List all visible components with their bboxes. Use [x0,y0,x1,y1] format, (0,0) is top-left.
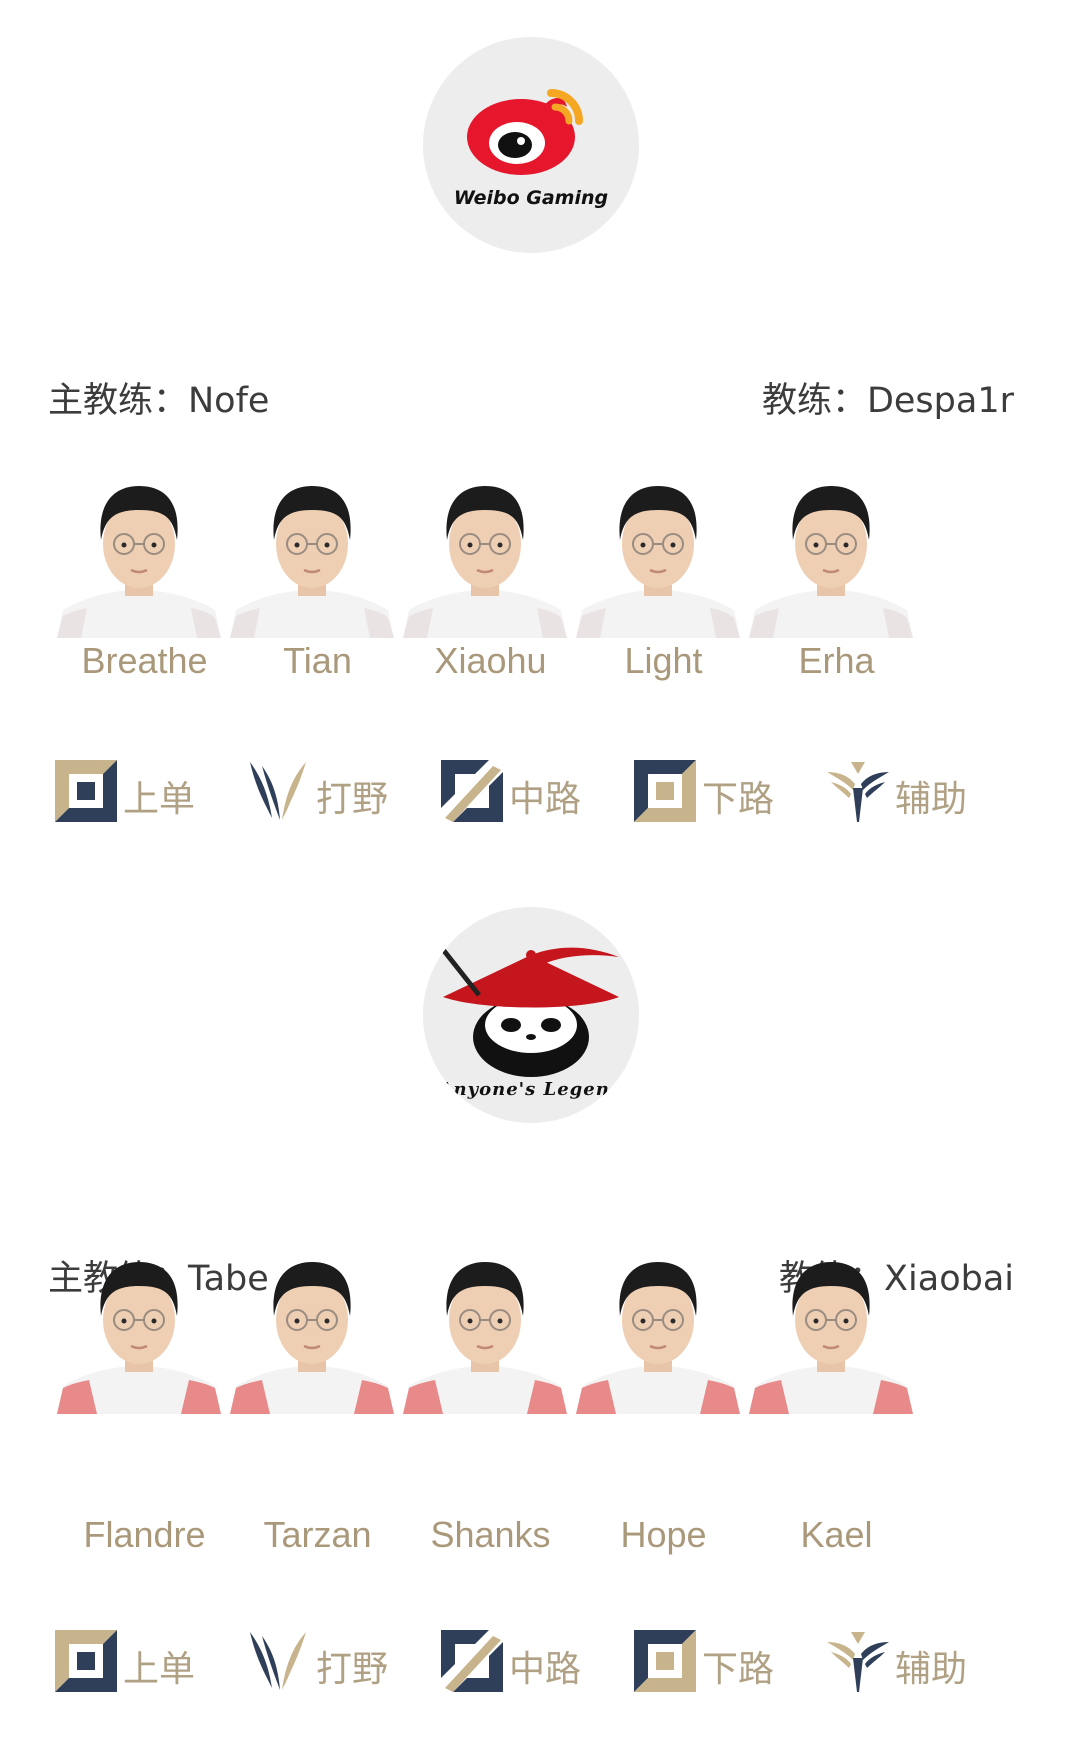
player-photo [230,1254,394,1414]
role-top: 上单 [53,758,243,828]
role-jungle: 打野 [246,1628,436,1698]
player-name: Xiaohu [434,640,547,681]
mid-lane-icon [441,1630,503,1692]
player-card [399,478,571,638]
role-mid: 中路 [439,1628,629,1698]
player-name: Kael [800,1514,873,1555]
role-label: 辅助 [895,779,968,820]
role-label: 上单 [123,1649,196,1690]
jungle-icon [250,762,306,820]
mid-lane-icon [441,760,503,822]
player-photo [57,1254,221,1414]
role-top: 上单 [53,1628,243,1698]
player-name: Shanks [430,1514,551,1555]
player-photo [749,1254,913,1414]
role-support: 辅助 [825,1628,1015,1698]
player-card [572,478,744,638]
role-bot: 下路 [632,758,822,828]
top-lane-icon [55,1630,117,1692]
role-label: 下路 [702,779,775,820]
player-name: Hope [620,1514,707,1555]
support-icon [827,762,889,822]
head-coach: 主教练：Nofe [48,381,270,421]
team-logo-text: Weibo Gaming [453,187,609,209]
player-name: Erha [798,640,875,681]
role-label: 下路 [702,1649,775,1690]
player-card [399,1254,571,1414]
weibo-logo-icon [467,89,583,175]
player-name: Breathe [81,640,208,681]
player-photo [230,484,394,638]
coach: 教练：Despa1r [761,381,1014,421]
role-jungle: 打野 [246,758,436,828]
panda-logo-icon [439,945,619,1077]
player-card [53,1254,225,1414]
player-photo [403,484,567,638]
role-bot: 下路 [632,1628,822,1698]
team-section-al: Anyone's Legend 主教练：Tabe 教练：Xiaobai Flan… [0,870,1080,1730]
jungle-icon [250,1632,306,1690]
player-photo [576,1254,740,1414]
top-lane-icon [55,760,117,822]
player-card [745,1254,917,1414]
player-card [53,478,225,638]
player-photo [403,1254,567,1414]
player-card [226,478,398,638]
player-name: Tian [283,640,352,681]
player-card [226,1254,398,1414]
role-mid: 中路 [439,758,629,828]
player-photo [749,484,913,638]
player-photo [576,484,740,638]
role-label: 打野 [316,779,389,820]
team-section-weibo: Weibo Gaming 主教练：Nofe 教练：Despa1r Breathe… [0,0,1080,860]
role-label: 打野 [316,1649,389,1690]
role-label: 上单 [123,779,196,820]
team-logo-weibo: Weibo Gaming [423,37,639,253]
player-name: Flandre [83,1514,206,1555]
bot-lane-icon [634,760,696,822]
player-card [572,1254,744,1414]
role-label: 中路 [509,1649,582,1690]
support-icon [827,1632,889,1692]
role-support: 辅助 [825,758,1015,828]
player-photo [57,484,221,638]
player-card [745,478,917,638]
player-name: Tarzan [263,1514,372,1555]
team-logo-text: Anyone's Legend [438,1079,624,1100]
player-name: Light [624,640,703,681]
team-logo-al: Anyone's Legend [423,907,639,1123]
role-label: 中路 [509,779,582,820]
role-label: 辅助 [895,1649,968,1690]
bot-lane-icon [634,1630,696,1692]
